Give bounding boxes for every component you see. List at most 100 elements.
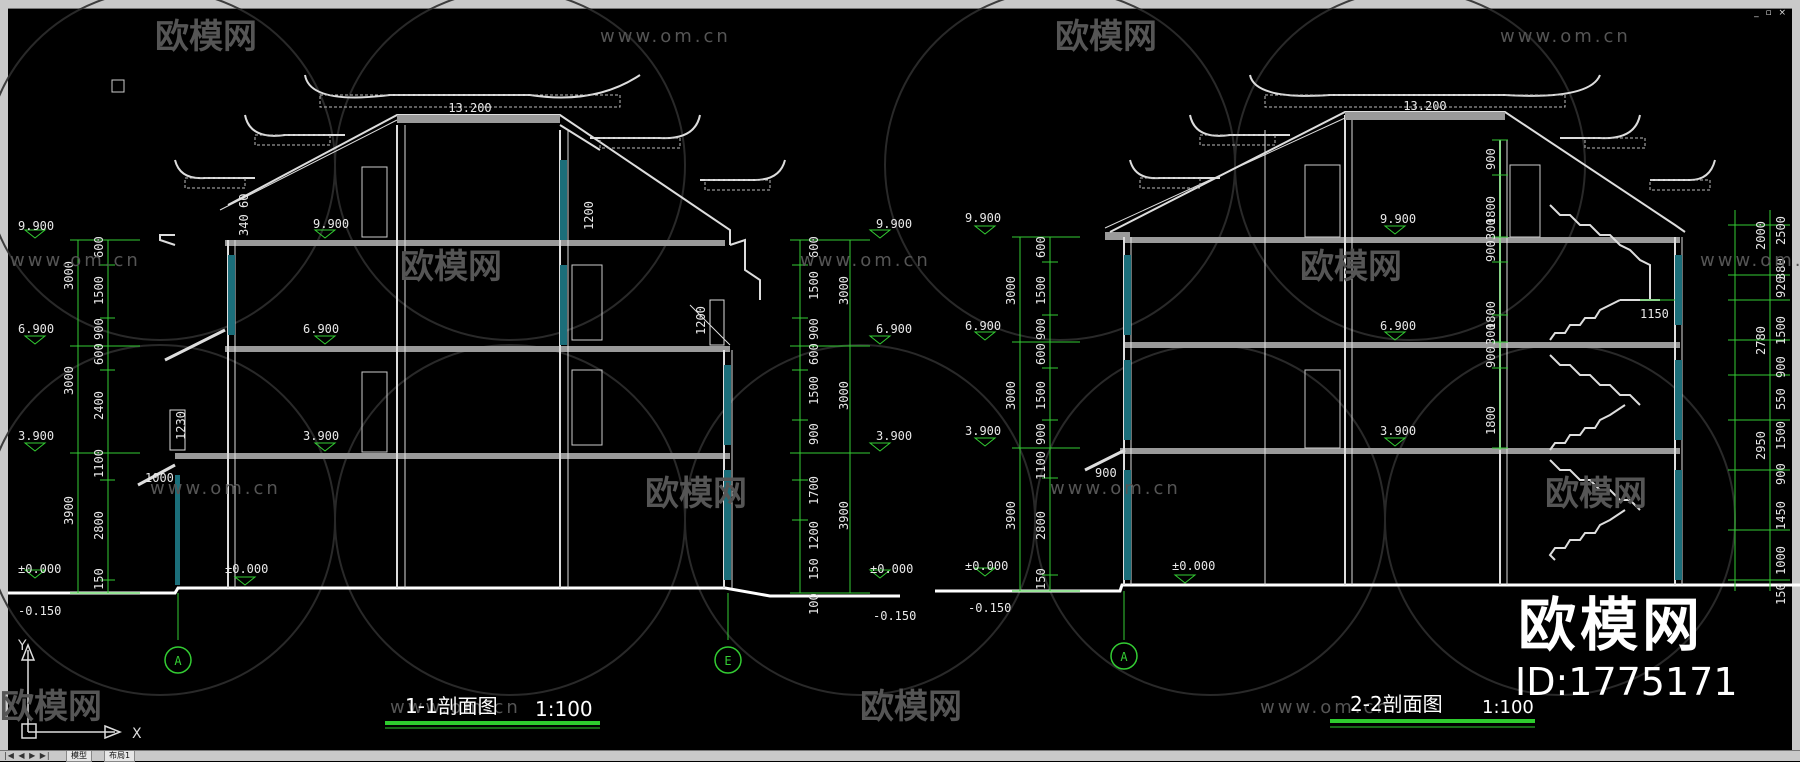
section-titles: 1-1剖面图 1:100 2-2剖面图 1:100 bbox=[405, 692, 1534, 721]
svg-text:150: 150 bbox=[1774, 583, 1788, 605]
svg-text:900: 900 bbox=[1484, 346, 1498, 368]
svg-text:欧模网: 欧模网 bbox=[1545, 474, 1647, 514]
svg-text:550: 550 bbox=[1774, 388, 1788, 410]
level-right-6900: 6.900 bbox=[876, 322, 912, 336]
level-left-9900: 9.900 bbox=[18, 219, 54, 233]
slab-3900 bbox=[175, 453, 730, 459]
svg-text:600: 600 bbox=[807, 236, 821, 258]
svg-text:150: 150 bbox=[807, 558, 821, 580]
stair bbox=[1548, 204, 1651, 561]
section-1-title: 1-1剖面图 bbox=[405, 694, 498, 718]
svg-text:±0.000: ±0.000 bbox=[1172, 559, 1215, 573]
svg-text:900: 900 bbox=[1484, 240, 1498, 262]
svg-text:1500: 1500 bbox=[1774, 316, 1788, 345]
svg-text:3.900: 3.900 bbox=[1380, 424, 1416, 438]
svg-text:1800: 1800 bbox=[1484, 196, 1498, 225]
svg-text:300: 300 bbox=[1484, 323, 1498, 345]
svg-text:1100: 1100 bbox=[92, 449, 106, 478]
right-scrollbar[interactable] bbox=[1792, 8, 1800, 750]
svg-text:Y: Y bbox=[17, 638, 27, 654]
svg-text:600: 600 bbox=[1034, 343, 1048, 365]
svg-text:欧模网: 欧模网 bbox=[645, 474, 747, 514]
svg-text:1150: 1150 bbox=[1640, 307, 1669, 321]
svg-text:900: 900 bbox=[1034, 423, 1048, 445]
svg-text:9.900: 9.900 bbox=[965, 211, 1001, 225]
svg-text:340: 340 bbox=[237, 214, 251, 236]
svg-text:1450: 1450 bbox=[1774, 501, 1788, 530]
level-right-9900: 9.900 bbox=[876, 217, 912, 231]
level-left-0: ±0.000 bbox=[18, 562, 61, 576]
window-controls[interactable]: _ ▫ × bbox=[1754, 8, 1788, 18]
svg-text:2400: 2400 bbox=[92, 391, 106, 420]
svg-text:900: 900 bbox=[807, 423, 821, 445]
svg-text:900: 900 bbox=[1095, 466, 1117, 480]
labels: 13.200 9.900 6.900 3.900 ±0.000 -0.150 9… bbox=[18, 99, 1788, 668]
svg-text:100: 100 bbox=[807, 593, 821, 615]
dim-outer-3: 3900 bbox=[62, 496, 76, 525]
svg-text:1500: 1500 bbox=[1034, 381, 1048, 410]
svg-text:2950: 2950 bbox=[1754, 431, 1768, 460]
svg-text:欧模网: 欧模网 bbox=[860, 687, 962, 727]
tab-model[interactable]: 模型 bbox=[66, 751, 92, 762]
svg-text:1500: 1500 bbox=[1774, 421, 1788, 450]
svg-text:2000: 2000 bbox=[1754, 221, 1768, 250]
svg-text:900: 900 bbox=[1034, 318, 1048, 340]
svg-text:1800: 1800 bbox=[1484, 301, 1498, 330]
section-2-2 bbox=[935, 74, 1800, 728]
level-inner-6900: 6.900 bbox=[303, 322, 339, 336]
svg-text:1500: 1500 bbox=[1034, 276, 1048, 305]
svg-text:900: 900 bbox=[92, 318, 106, 340]
layout-tab-bar: |◀ ◀ ▶ ▶| 模型 布局1 bbox=[0, 750, 1800, 762]
svg-text:600: 600 bbox=[1034, 236, 1048, 258]
svg-text:600: 600 bbox=[807, 343, 821, 365]
ridge-label-1: 13.200 bbox=[448, 101, 491, 115]
title-bar bbox=[0, 0, 1800, 9]
dim-outer-1: 3000 bbox=[62, 261, 76, 290]
svg-text:1500: 1500 bbox=[807, 376, 821, 405]
svg-text:600: 600 bbox=[92, 343, 106, 365]
svg-text:2800: 2800 bbox=[92, 511, 106, 540]
svg-text:3900: 3900 bbox=[1004, 501, 1018, 530]
level-left-6900: 6.900 bbox=[18, 322, 54, 336]
svg-text:9.900: 9.900 bbox=[1380, 212, 1416, 226]
svg-text:6.900: 6.900 bbox=[1380, 319, 1416, 333]
svg-text:150: 150 bbox=[92, 568, 106, 590]
slab-9900 bbox=[225, 240, 725, 246]
svg-text:1800: 1800 bbox=[1484, 406, 1498, 435]
svg-text:www.om.cn: www.om.cn bbox=[1260, 697, 1391, 718]
svg-text:www.om.cn: www.om.cn bbox=[1700, 250, 1800, 271]
svg-text:1100: 1100 bbox=[1034, 451, 1048, 480]
svg-text:150: 150 bbox=[1034, 568, 1048, 590]
svg-text:A: A bbox=[1120, 650, 1128, 664]
watermarks: 欧模网 www.om.cn 欧模网 www.om.cn www.om.cn 欧模… bbox=[0, 17, 1800, 727]
section-1-1 bbox=[8, 74, 900, 729]
svg-text:欧模网: 欧模网 bbox=[1055, 17, 1157, 57]
svg-text:1000: 1000 bbox=[145, 471, 174, 485]
level-left-3900: 3.900 bbox=[18, 429, 54, 443]
tab-nav-arrows[interactable]: |◀ ◀ ▶ ▶| bbox=[4, 751, 51, 760]
ucs-labels: Y X bbox=[17, 638, 142, 742]
level-inner-0: ±0.000 bbox=[225, 562, 268, 576]
svg-text:900: 900 bbox=[807, 318, 821, 340]
svg-text:3000: 3000 bbox=[1004, 381, 1018, 410]
svg-text:600: 600 bbox=[92, 236, 106, 258]
svg-text:www.om.cn: www.om.cn bbox=[1050, 478, 1181, 499]
level-right-0: ±0.000 bbox=[870, 562, 913, 576]
tab-layout1[interactable]: 布局1 bbox=[104, 751, 136, 762]
svg-text:3.900: 3.900 bbox=[965, 424, 1001, 438]
svg-text:3000: 3000 bbox=[837, 381, 851, 410]
slab-6900 bbox=[225, 346, 730, 352]
svg-text:1230: 1230 bbox=[174, 411, 188, 440]
ucs-icon bbox=[20, 642, 123, 740]
svg-text:900: 900 bbox=[1774, 356, 1788, 378]
svg-text:www.om.cn: www.om.cn bbox=[600, 26, 731, 47]
svg-text:1200: 1200 bbox=[694, 306, 708, 335]
left-frame bbox=[0, 8, 8, 750]
axis-e-1: E bbox=[724, 654, 731, 668]
svg-text:X: X bbox=[132, 726, 142, 742]
svg-text:欧模网: 欧模网 bbox=[0, 687, 102, 727]
dim-outer-2: 3000 bbox=[62, 366, 76, 395]
svg-text:3000: 3000 bbox=[1004, 276, 1018, 305]
